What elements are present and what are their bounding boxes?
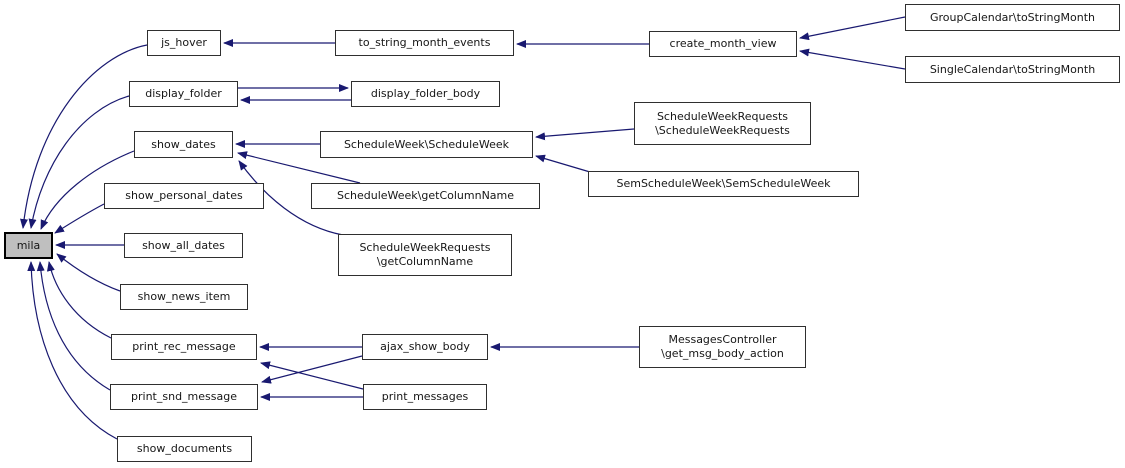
node-ajax-show-body-label: ajax_show_body — [380, 340, 470, 353]
edge-sw-getcolumnname-to-show-dates — [237, 151, 361, 184]
node-show-personal-dates-label: show_personal_dates — [125, 189, 243, 202]
node-messagescontroller-line2: \get_msg_body_action — [661, 347, 784, 360]
node-semscheduleweek-label: SemScheduleWeek\SemScheduleWeek — [616, 177, 831, 190]
node-show-documents-label: show_documents — [136, 442, 233, 455]
edge-display-folder-to-mila — [28, 95, 130, 229]
edge-print-rec-message-to-mila — [46, 261, 112, 339]
edge-swr-ctor-to-scheduleweek — [535, 128, 635, 141]
node-singlecalendar-tostringmonth-label: SingleCalendar\toStringMonth — [929, 62, 1096, 76]
edge-show-dates-to-mila — [40, 150, 135, 230]
node-js-hover[interactable]: js_hover — [147, 30, 221, 56]
edge-groupcalendar-to-create-month-view — [799, 16, 906, 41]
node-messagescontroller-line1: MessagesController — [668, 333, 777, 346]
node-mila-label: mila — [16, 238, 41, 252]
edge-print-messages-to-print-rec-message — [260, 361, 364, 390]
node-messagescontroller-get-msg-body-action[interactable]: MessagesController \get_msg_body_action — [639, 326, 806, 368]
node-ajax-show-body[interactable]: ajax_show_body — [362, 334, 488, 360]
node-semscheduleweek-semscheduleweek[interactable]: SemScheduleWeek\SemScheduleWeek — [588, 171, 859, 197]
node-print-snd-message-label: print_snd_message — [131, 390, 237, 403]
edge-js-hover-to-mila — [20, 44, 148, 229]
node-show-news-item[interactable]: show_news_item — [120, 284, 248, 310]
node-scheduleweek-getcolumnname[interactable]: ScheduleWeek\getColumnName — [311, 183, 540, 209]
node-show-all-dates[interactable]: show_all_dates — [124, 233, 243, 258]
edge-show-news-item-to-mila — [56, 253, 121, 292]
node-mila: mila — [4, 232, 53, 259]
node-show-dates[interactable]: show_dates — [134, 131, 233, 158]
node-scheduleweek-scheduleweek[interactable]: ScheduleWeek\ScheduleWeek — [320, 131, 533, 158]
node-singlecalendar-tostringmonth[interactable]: SingleCalendar\toStringMonth — [905, 56, 1120, 83]
edge-show-documents-to-mila — [27, 261, 118, 440]
node-groupcalendar-tostringmonth[interactable]: GroupCalendar\toStringMonth — [905, 4, 1120, 31]
node-swr-ctor-line1: ScheduleWeekRequests — [656, 109, 789, 123]
edge-show-personal-dates-to-mila — [54, 203, 105, 234]
node-show-documents[interactable]: show_documents — [117, 436, 252, 462]
node-swr-getcolumnname-line1: ScheduleWeekRequests — [359, 241, 491, 254]
node-create-month-view-label: create_month_view — [669, 37, 777, 50]
node-print-messages[interactable]: print_messages — [363, 384, 487, 410]
node-display-folder-label: display_folder — [145, 87, 222, 100]
edge-singlecalendar-to-create-month-view — [799, 48, 906, 70]
node-print-snd-message[interactable]: print_snd_message — [110, 384, 258, 410]
node-display-folder[interactable]: display_folder — [129, 81, 238, 107]
node-print-messages-label: print_messages — [381, 390, 469, 403]
node-scheduleweek-scheduleweek-label: ScheduleWeek\ScheduleWeek — [343, 137, 510, 151]
edge-ajax-show-body-to-print-snd-message — [261, 355, 363, 384]
edge-semscheduleweek-to-scheduleweek — [535, 154, 591, 173]
node-display-folder-body-label: display_folder_body — [370, 87, 481, 100]
node-scheduleweek-getcolumnname-label: ScheduleWeek\getColumnName — [336, 189, 515, 202]
node-show-personal-dates[interactable]: show_personal_dates — [104, 183, 264, 209]
node-swr-getcolumnname-line2: \getColumnName — [376, 255, 474, 268]
node-display-folder-body[interactable]: display_folder_body — [351, 81, 500, 107]
node-swr-ctor-line2: \ScheduleWeekRequests — [655, 123, 790, 137]
node-show-news-item-label: show_news_item — [137, 290, 231, 303]
node-js-hover-label: js_hover — [161, 36, 207, 49]
node-groupcalendar-tostringmonth-label: GroupCalendar\toStringMonth — [929, 10, 1095, 24]
node-show-dates-label: show_dates — [151, 137, 216, 151]
node-to-string-month-events-label: to_string_month_events — [358, 36, 491, 49]
edge-swr-getcolumnname-to-show-dates — [238, 160, 344, 236]
node-to-string-month-events[interactable]: to_string_month_events — [335, 30, 514, 56]
node-scheduleweekrequests-scheduleweekrequests[interactable]: ScheduleWeekRequests \ScheduleWeekReques… — [634, 102, 811, 145]
node-show-all-dates-label: show_all_dates — [142, 238, 225, 252]
edge-print-snd-message-to-mila — [36, 261, 111, 391]
node-print-rec-message[interactable]: print_rec_message — [111, 334, 257, 360]
node-print-rec-message-label: print_rec_message — [132, 340, 236, 353]
node-create-month-view[interactable]: create_month_view — [649, 31, 797, 57]
node-scheduleweekrequests-getcolumnname[interactable]: ScheduleWeekRequests \getColumnName — [338, 234, 512, 276]
